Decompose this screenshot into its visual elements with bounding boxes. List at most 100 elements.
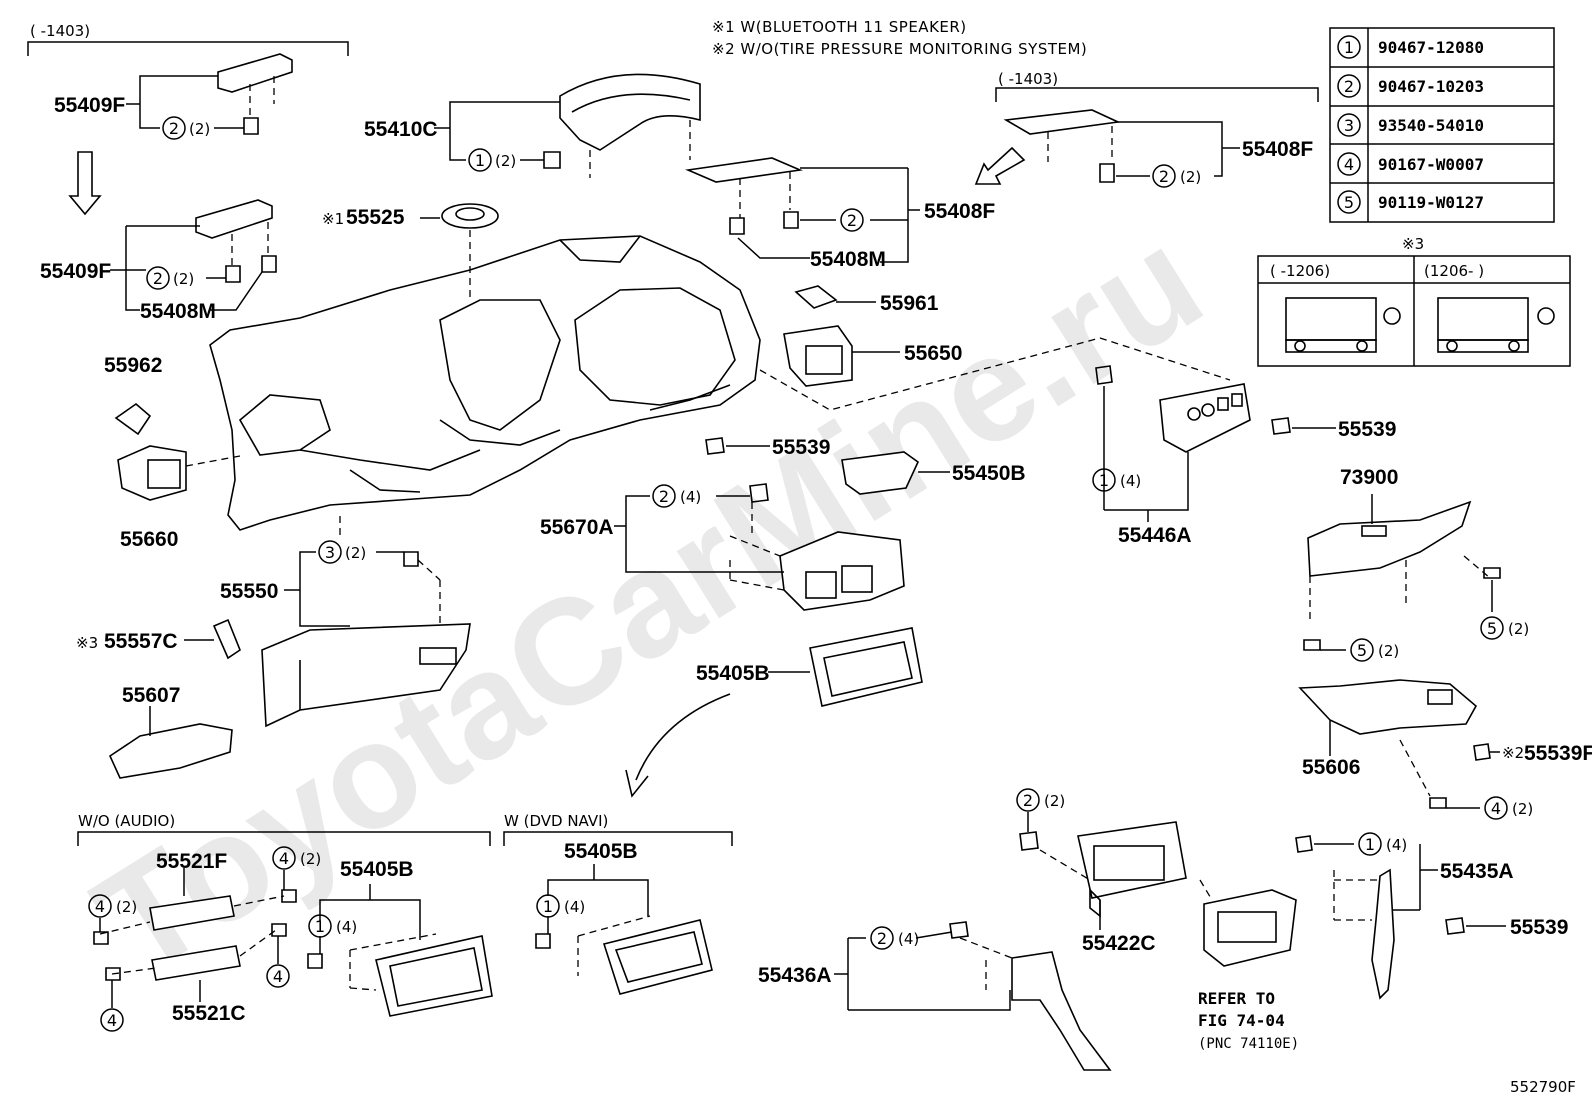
svg-text:1: 1: [315, 917, 325, 936]
part-55405B-dvd: 55405B 1 (4): [535, 840, 713, 995]
range-right-top: ( -1403): [995, 70, 1319, 102]
part-55410C: 55410C 1 (2): [364, 73, 701, 178]
label-55408M-center: 55408M: [810, 248, 886, 271]
figure-code: 552790F: [1510, 1078, 1576, 1096]
svg-text:(2): (2): [1044, 792, 1065, 810]
part-55660: 55660: [117, 445, 241, 551]
svg-text:(2): (2): [1508, 620, 1529, 638]
label-55539F: 55539F: [1524, 742, 1592, 765]
svg-text:4: 4: [273, 967, 283, 986]
svg-text:3: 3: [325, 543, 335, 562]
label-55408F-center: 55408F: [924, 200, 995, 223]
svg-text:2: 2: [153, 269, 163, 288]
label-55539-bottom: 55539: [1510, 916, 1568, 939]
note-2: ※2 W/O(TIRE PRESSURE MONITORING SYSTEM): [712, 40, 1087, 58]
svg-text:(2): (2): [1378, 642, 1399, 660]
svg-text:4: 4: [279, 849, 289, 868]
part-55405B-audio: 55405B 1 (4): [307, 858, 493, 1017]
label-55607: 55607: [122, 684, 180, 707]
down-arrow-icon: [68, 151, 102, 216]
svg-text:(2): (2): [1180, 168, 1201, 186]
fastener-table: 1 90467-12080 2 90467-10203 3 93540-5401…: [1329, 27, 1555, 223]
label-55405B-dvd: 55405B: [564, 840, 638, 863]
label-55660: 55660: [120, 528, 178, 551]
part-55606: 55606: [1298, 679, 1478, 797]
label-55405B-upper: 55405B: [696, 662, 770, 685]
label-55521C: 55521C: [172, 1002, 246, 1025]
label-55557C: 55557C: [104, 630, 178, 653]
label-55961: 55961: [880, 292, 939, 315]
screw-5-right: 5 (2): [1480, 567, 1529, 640]
label-55409F-lower: 55409F: [40, 260, 111, 283]
label-55550: 55550: [220, 580, 278, 603]
label-73900: 73900: [1340, 466, 1398, 489]
svg-text:2: 2: [169, 119, 179, 138]
label-55539-right: 55539: [1338, 418, 1396, 441]
refer-unit: REFER TO FIG 74-04 (PNC 74110E): [1198, 879, 1299, 1052]
svg-text:(2): (2): [173, 270, 194, 288]
fastener-row-1: 1 90467-12080: [1337, 35, 1484, 59]
label-55670A: 55670A: [540, 516, 614, 539]
label-55650: 55650: [904, 342, 962, 365]
svg-text:90119-W0127: 90119-W0127: [1378, 193, 1484, 212]
part-55408F-right: 55408F 2 (2): [974, 109, 1313, 188]
svg-text:(2): (2): [300, 850, 321, 868]
fastener-row-2: 2 90467-10203: [1337, 74, 1484, 98]
refer-line-3: (PNC 74110E): [1198, 1036, 1299, 1052]
part-55670A: 55670A 2 (4): [540, 483, 905, 611]
svg-text:1: 1: [1099, 471, 1109, 490]
svg-text:※2: ※2: [1502, 744, 1524, 762]
label-55409F-upper: 55409F: [54, 94, 125, 117]
fastener-row-5: 5 90119-W0127: [1337, 190, 1484, 214]
svg-text:(4): (4): [336, 918, 357, 936]
svg-text:(2): (2): [345, 544, 366, 562]
svg-text:1: 1: [475, 151, 485, 170]
svg-text:5: 5: [1487, 619, 1497, 638]
label-55606: 55606: [1302, 756, 1360, 779]
part-55539F: ※2 55539F: [1473, 742, 1592, 765]
svg-text:4: 4: [107, 1011, 117, 1030]
curved-arrow-icon: [625, 693, 731, 798]
svg-text:(4): (4): [1386, 836, 1407, 854]
svg-text:90167-W0007: 90167-W0007: [1378, 155, 1484, 174]
svg-text:90467-10203: 90467-10203: [1378, 77, 1484, 96]
part-55557C: ※3 55557C: [76, 618, 241, 660]
part-55550: 55550 3 (2): [220, 516, 471, 728]
svg-text:5: 5: [1344, 193, 1354, 212]
part-55961: 55961: [794, 285, 939, 315]
screws-wo-audio: 4 (2) 4 (2) 4 4: [88, 846, 321, 1032]
svg-text:( -1403): ( -1403): [998, 70, 1058, 88]
svg-text:4: 4: [95, 897, 105, 916]
part-55521F: 55521F: [149, 850, 235, 931]
svg-text:2: 2: [1023, 791, 1033, 810]
svg-text:93540-54010: 93540-54010: [1378, 116, 1484, 135]
label-55525: 55525: [346, 206, 405, 229]
svg-text:5: 5: [1357, 641, 1367, 660]
svg-text:(4): (4): [898, 930, 919, 948]
svg-text:※3: ※3: [1402, 235, 1424, 253]
svg-text:1: 1: [543, 897, 553, 916]
label-55962: 55962: [104, 354, 162, 377]
part-55446A: 55446A 1 (4): [1092, 365, 1251, 547]
label-55405B-audio: 55405B: [340, 858, 414, 881]
part-55409F-upper: 55409F 2 (2): [54, 53, 293, 140]
label-55450B: 55450B: [952, 462, 1026, 485]
part-55539-bottom: 55539: [1445, 916, 1568, 939]
part-55450B: 55450B: [841, 451, 1026, 495]
part-55539-center: 55539: [705, 436, 830, 459]
svg-text:( -1403): ( -1403): [30, 22, 90, 40]
svg-text:(2): (2): [116, 898, 137, 916]
svg-text:2: 2: [1344, 77, 1354, 96]
note-1: ※1 W(BLUETOOTH 11 SPEAKER): [712, 18, 967, 36]
svg-text:2: 2: [877, 929, 887, 948]
fastener-row-4: 4 90167-W0007: [1337, 152, 1484, 176]
part-55409F-lower: 55409F 55408M 2 (2): [40, 199, 277, 323]
part-55422C: 55422C 2 (2): [1016, 788, 1187, 955]
part-55539-right: 55539: [1271, 417, 1396, 441]
part-55650: 55650: [783, 325, 962, 387]
label-55521F: 55521F: [156, 850, 227, 873]
section-w-dvd: W (DVD NAVI): [503, 812, 733, 846]
label-55408M-left: 55408M: [140, 300, 216, 323]
label-55436A: 55436A: [758, 964, 832, 987]
